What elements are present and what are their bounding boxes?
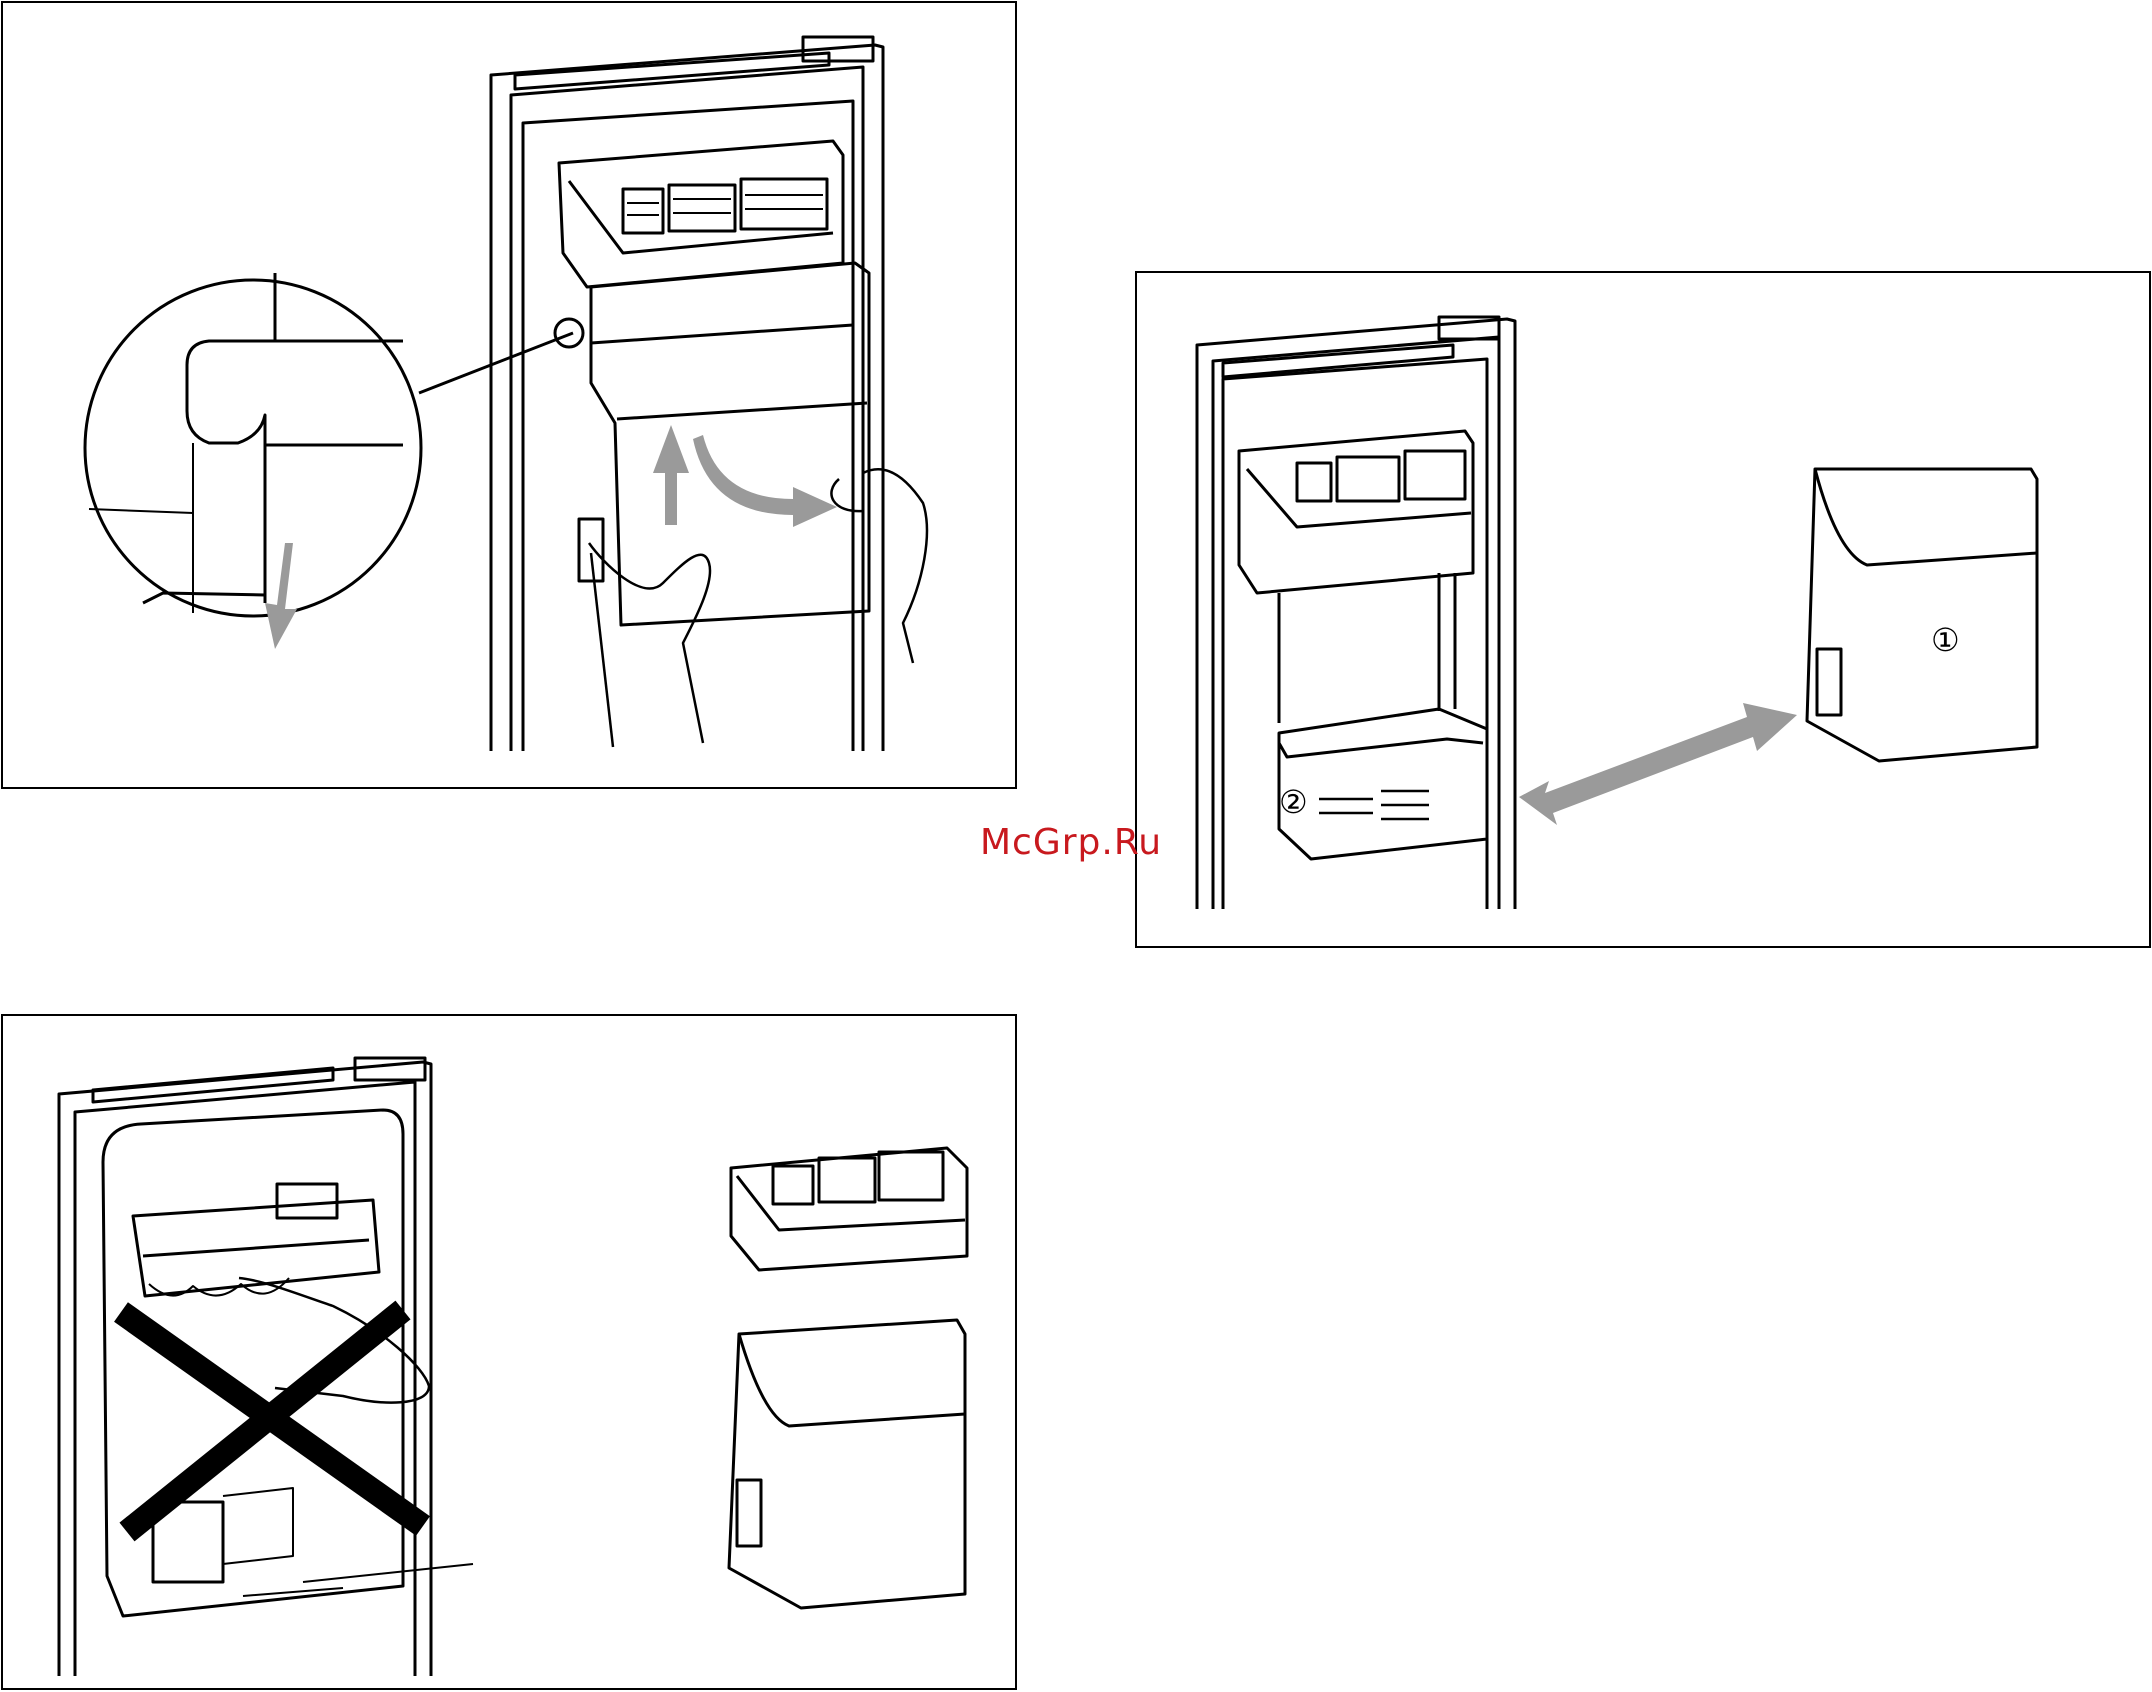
- ice-bucket: [1807, 469, 2037, 761]
- arrow-up: [653, 425, 689, 525]
- door-frame-outer: [59, 1062, 431, 1676]
- callout-2: ②: [1279, 783, 1308, 821]
- double-arrow: [1519, 703, 1797, 825]
- right-hand: [863, 469, 927, 663]
- detail-magnifier: [85, 280, 421, 616]
- watermark-text: McGrp.Ru: [980, 822, 1162, 863]
- panel-remove-bucket: [1, 1, 1017, 789]
- left-hand: [589, 543, 710, 743]
- callout-1: ①: [1931, 621, 1960, 659]
- grille-housing-detached: [731, 1148, 967, 1270]
- door-frame-outer: [491, 45, 883, 751]
- panel-warning: [1, 1014, 1017, 1690]
- ice-maker-cavity: [103, 1110, 403, 1616]
- arrow-curved-right: [693, 435, 837, 527]
- panel-parts: ① ②: [1135, 271, 2151, 948]
- arrow-down-detail: [265, 543, 297, 649]
- ice-bucket: [591, 263, 869, 625]
- warning-illustration: [3, 1016, 1019, 1692]
- grille-housing: [1239, 431, 1473, 593]
- door-frame-inner: [511, 67, 863, 751]
- parts-illustration: ① ②: [1137, 273, 2152, 950]
- door-frame-outer: [1197, 319, 1515, 909]
- reaching-hand: [239, 1278, 429, 1403]
- lower-bin: [1279, 709, 1487, 859]
- ice-bucket-detached: [729, 1320, 965, 1608]
- remove-bucket-illustration: [3, 3, 1019, 791]
